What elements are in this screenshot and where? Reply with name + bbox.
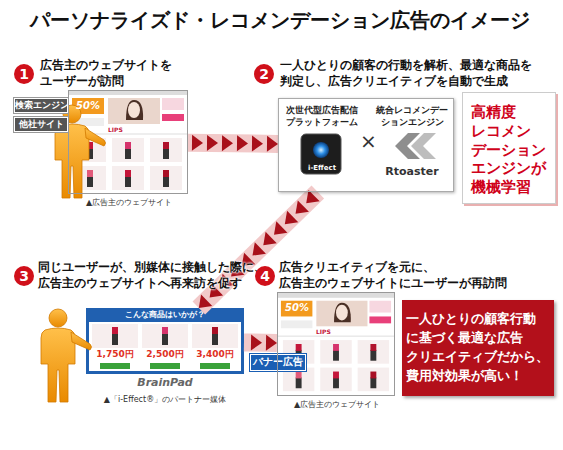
- website-screenshot: 50%LIPS▲広告主のウェブサイト: [68, 90, 188, 194]
- arrow-band: [199, 192, 318, 308]
- buy-button: [200, 363, 230, 369]
- step-heading: 一人ひとりの顧客の行動を解析、最適な商品を 判定し、広告クリエイティブを自動で生…: [280, 58, 542, 89]
- times-sign: ×: [360, 129, 374, 153]
- banner-ad: こんな商品はいかが？1,750円2,500円3,400円BrainPad▲「i-…: [86, 308, 244, 374]
- chevron-head: [290, 200, 309, 219]
- step-heading: 広告クリエイティブを元に、 広告主のウェブサイトにユーザーが再訪問: [279, 260, 519, 291]
- i-effect-glow: [313, 142, 329, 158]
- sale-text: 50%: [281, 300, 313, 316]
- site-logo: LIPS: [108, 127, 148, 133]
- step-marker: 1広告主のウェブサイトを ユーザーが訪問: [14, 64, 34, 84]
- callout-number: 4: [255, 266, 275, 286]
- chevron-head: [252, 136, 263, 152]
- step-heading: 広告主のウェブサイトを ユーザーが訪問: [40, 58, 188, 89]
- lipstick-case: [112, 333, 118, 345]
- step-marker: 2一人ひとりの顧客の行動を解析、最適な商品を 判定し、広告クリエイティブを自動で…: [254, 64, 274, 84]
- engine-column: 統合レコメンデー ションエンジン Rtoaster: [373, 105, 451, 187]
- chevron-head: [251, 335, 262, 351]
- callout-text: 高精度 レコメン デーション エンジンが 機械学習: [471, 103, 553, 197]
- brand-logo: BrainPad: [86, 376, 244, 390]
- platform-box: ×次世代型広告配信 プラットフォーム i-Effect 統合レコメンデー ションエン…: [278, 98, 454, 192]
- callout-number: 1: [14, 64, 34, 84]
- chevron-head: [268, 221, 287, 240]
- chevron-head: [279, 211, 298, 230]
- arrow-band: [244, 333, 277, 352]
- chevron-head: [266, 335, 277, 351]
- lipstick-tip: [162, 327, 168, 334]
- logo-text: Rtoaster: [373, 165, 451, 179]
- callout-box: 高精度 レコメン デーション エンジンが 機械学習: [462, 92, 556, 204]
- platform-column: 次世代型広告配信 プラットフォーム i-Effect: [283, 105, 361, 187]
- price-tag: 1,750円: [92, 349, 138, 361]
- logo-text: i-Effect: [302, 164, 342, 173]
- chevron-head: [267, 136, 278, 152]
- price-tag: 3,400円: [192, 349, 238, 361]
- chevron-arrow: [244, 335, 277, 351]
- caption: ▲「i-Effect®」のパートナー媒体: [66, 395, 264, 405]
- lipstick-case: [162, 333, 168, 345]
- lipstick-tip: [212, 327, 218, 334]
- banner-product: [92, 324, 138, 348]
- chevron-head: [258, 232, 277, 251]
- caption: ▲広告主のウェブサイト: [268, 400, 406, 410]
- chevron-head: [207, 135, 218, 151]
- banner-header: [86, 308, 244, 322]
- caption: ▲広告主のウェブサイト: [59, 198, 199, 208]
- source-box: 検索エンジン: [14, 98, 68, 113]
- website-art: [277, 293, 395, 395]
- banner-label: バナー広告: [250, 354, 306, 371]
- source-box: 他社サイト: [14, 117, 68, 132]
- banner-product: [142, 324, 188, 348]
- chevron-arrow: [188, 135, 278, 152]
- buy-button: [150, 363, 180, 369]
- chevron-head: [192, 135, 203, 151]
- banner-heading: こんな商品はいかが？: [86, 309, 244, 321]
- column-heading: 次世代型広告配信 プラットフォーム: [283, 105, 361, 128]
- step-heading: 同じユーザーが、別媒体に接触した際に、 広告主のウェブサイトへ再来訪を促す: [38, 260, 278, 291]
- lipstick-case: [212, 333, 218, 345]
- chevron-head: [247, 242, 266, 261]
- highlight-text: 一人ひとりの顧客行動 に基づく最適な広告 クリエイティブだから、 費用対効果が高…: [406, 310, 552, 385]
- step-marker: 4広告クリエイティブを元に、 広告主のウェブサイトにユーザーが再訪問: [255, 266, 275, 286]
- column-heading: 統合レコメンデー ションエンジン: [373, 105, 451, 128]
- buy-button: [100, 363, 130, 369]
- lipstick-tip: [112, 327, 118, 334]
- box-label: 検索エンジン: [15, 99, 67, 112]
- step-marker: 3同じユーザーが、別媒体に接触した際に、 広告主のウェブサイトへ再来訪を促す: [14, 266, 34, 286]
- chevron-head: [222, 135, 233, 151]
- highlight-box: 一人ひとりの顧客行動 に基づく最適な広告 クリエイティブだから、 費用対効果が高…: [402, 300, 554, 396]
- rtoaster-chevron: [411, 133, 436, 159]
- chevron-arrow: [193, 190, 319, 314]
- user-figure: [41, 309, 92, 402]
- callout-number: 3: [14, 266, 34, 286]
- chevron-head: [301, 190, 320, 209]
- price-tag: 2,500円: [142, 349, 188, 361]
- sale-text: 50%: [72, 98, 104, 114]
- box-label: 他社サイト: [15, 118, 67, 131]
- chevron-head: [237, 135, 248, 151]
- website-screenshot: 50%LIPS▲広告主のウェブサイト: [277, 292, 395, 396]
- callout-number: 2: [254, 64, 274, 84]
- diagram-title: パーソナライズド・レコメンデーション広告のイメージ: [30, 7, 530, 34]
- banner-product: [192, 324, 238, 348]
- i-effect-icon: [301, 134, 341, 174]
- site-logo: LIPS: [316, 329, 356, 335]
